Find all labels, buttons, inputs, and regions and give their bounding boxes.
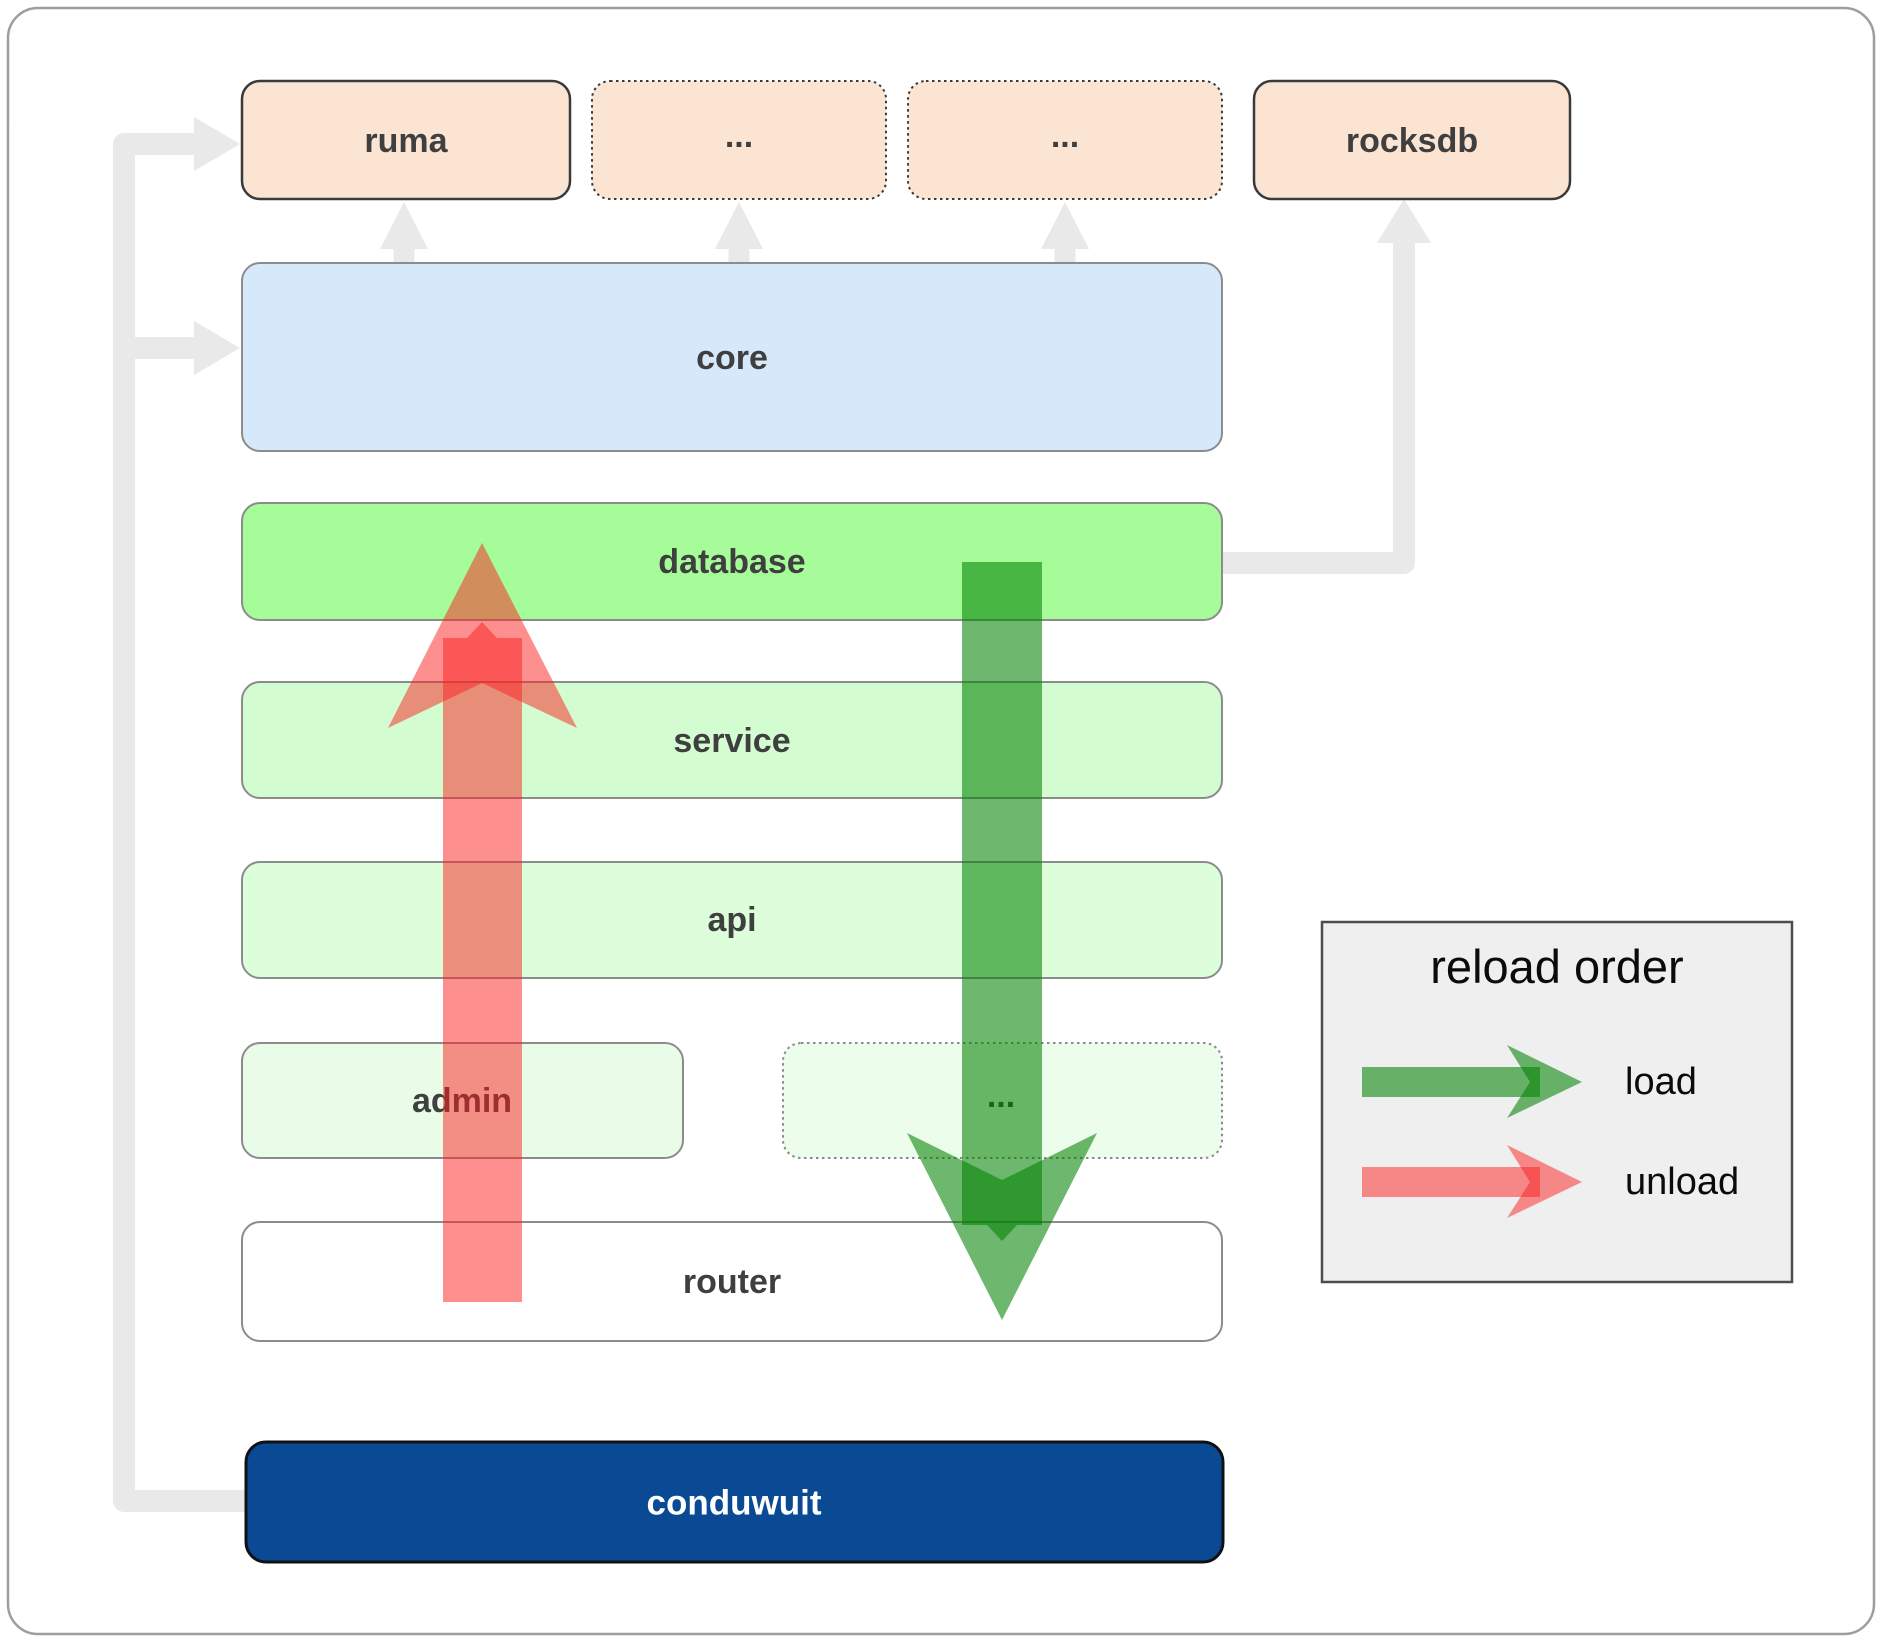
legend-load-arrow-icon <box>1362 1045 1582 1118</box>
connector-core-to-dots1 <box>715 202 763 264</box>
box-conduwuit <box>244 1440 1225 1564</box>
connector-core-to-ruma <box>380 202 428 264</box>
legend-load-shaft <box>1362 1067 1540 1097</box>
legend: reload order load unload <box>1320 920 1794 1284</box>
arrowhead-into-core-icon <box>194 321 240 375</box>
legend-box <box>1320 920 1794 1284</box>
label-rocksdb: rocksdb <box>1346 122 1478 160</box>
gray-connectors <box>113 117 1431 1512</box>
label-router: router <box>683 1263 781 1301</box>
outer-frame <box>6 6 1876 1636</box>
legend-title: reload order <box>1430 940 1683 993</box>
unload-arrow <box>388 543 577 1302</box>
box-core <box>241 262 1223 452</box>
legend-load-label: load <box>1625 1061 1697 1103</box>
load-arrow <box>907 562 1097 1320</box>
connector-database-to-rocksdb <box>1222 242 1415 574</box>
up-arrow-shaft <box>393 248 415 264</box>
label-ruma: ruma <box>364 122 448 160</box>
legend-load-head <box>1507 1045 1582 1118</box>
box-rocksdb <box>1252 79 1572 201</box>
label-core: core <box>696 339 768 377</box>
arrowhead-into-ruma-icon <box>194 117 240 171</box>
legend-unload-arrow-icon <box>1362 1145 1582 1218</box>
legend-unload-label: unload <box>1625 1161 1739 1203</box>
label-api: api <box>707 901 756 939</box>
legend-unload-shaft <box>1362 1167 1540 1197</box>
unload-arrow-shaft <box>443 622 522 1302</box>
up-arrow-shaft <box>728 248 750 264</box>
up-arrowhead-icon <box>1041 202 1089 249</box>
up-arrowhead-icon <box>380 202 428 249</box>
connector-core-to-dots2 <box>1041 202 1089 264</box>
label-conduwuit: conduwuit <box>647 1484 822 1523</box>
box-dots-top-1 <box>591 80 887 200</box>
box-dots-top-2 <box>907 80 1223 200</box>
up-arrow-shaft <box>1054 248 1076 264</box>
label-service: service <box>673 722 790 760</box>
load-arrow-shaft <box>962 562 1042 1241</box>
label-database: database <box>658 543 805 581</box>
label-dots-top-1: ... <box>725 117 753 155</box>
up-arrowhead-icon <box>715 202 763 249</box>
label-dots-top-2: ... <box>1051 117 1079 155</box>
box-ruma <box>240 79 572 201</box>
connector-conduwuit-trunk <box>113 133 246 1512</box>
load-arrowhead-icon <box>907 1133 1097 1320</box>
legend-unload-head <box>1507 1145 1582 1218</box>
unload-arrowhead-icon <box>388 543 577 728</box>
arrowhead-into-rocksdb-icon <box>1377 199 1431 243</box>
